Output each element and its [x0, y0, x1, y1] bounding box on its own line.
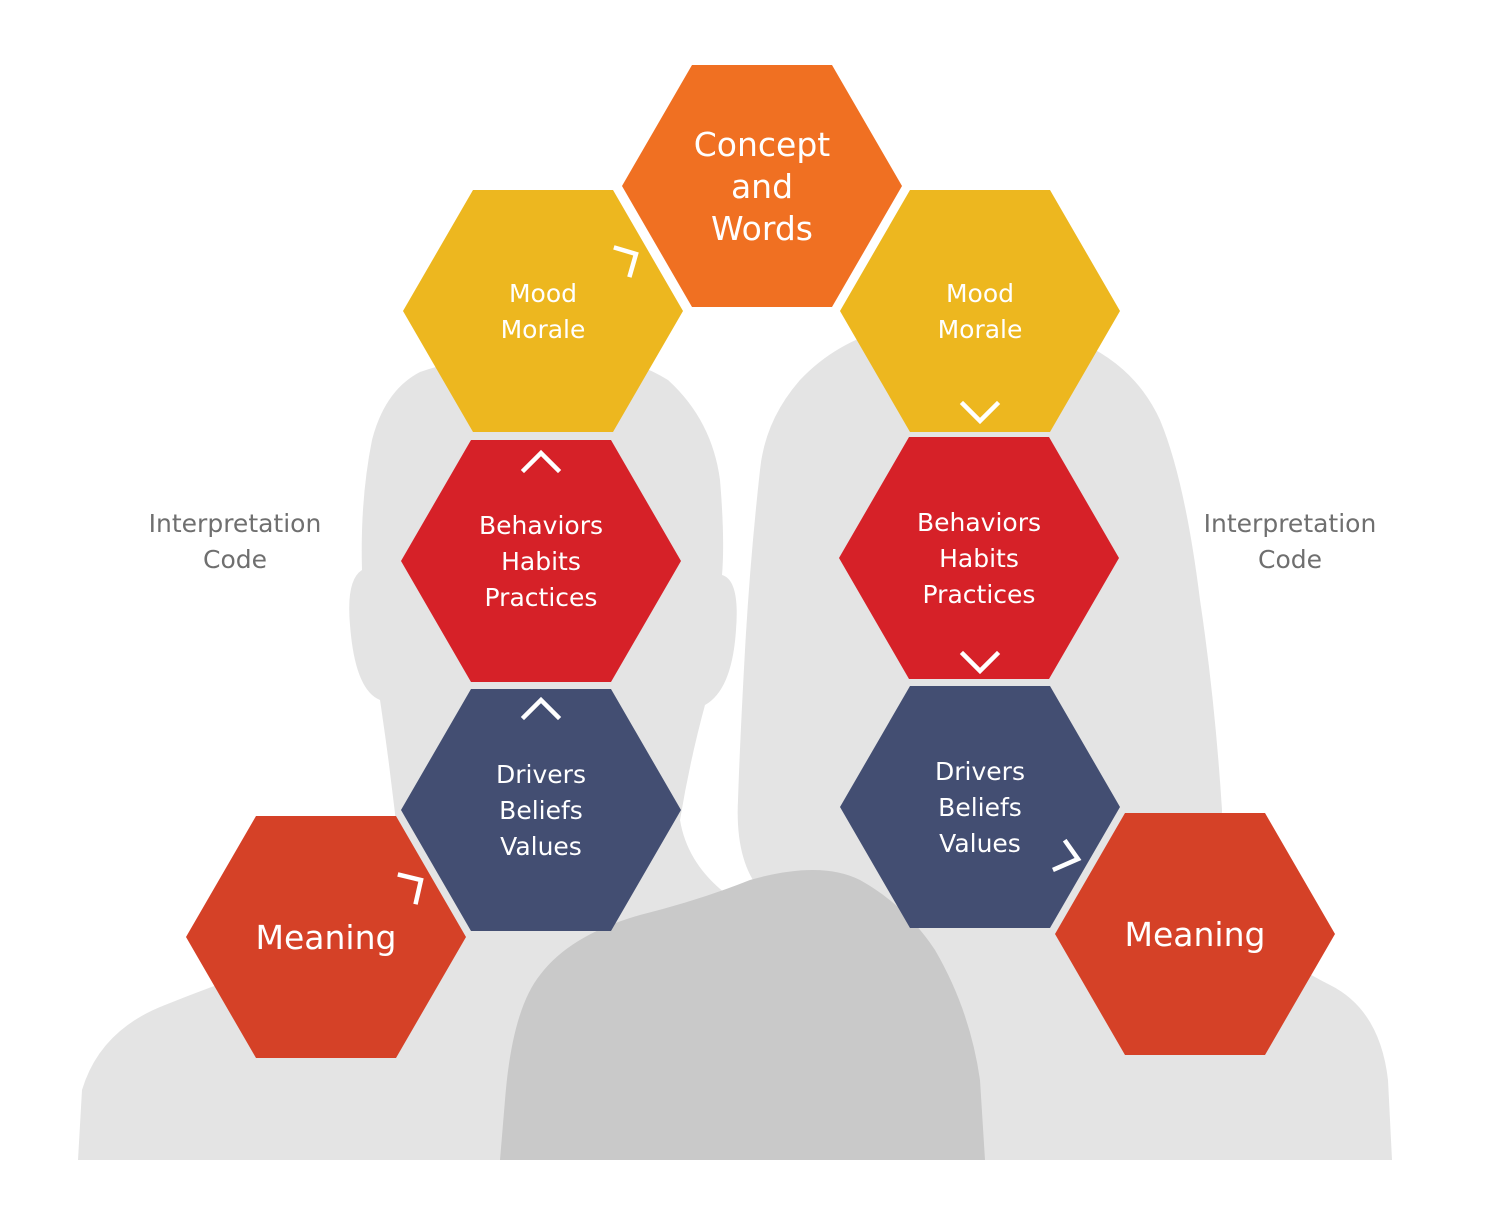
chevron-up-icon	[520, 696, 562, 721]
hex-label-line: Mood	[509, 279, 577, 308]
hex-label-line: Meaning	[256, 918, 397, 957]
hex-label-line: Behaviors	[917, 508, 1041, 537]
hex-shape	[186, 816, 466, 1058]
hex-shape	[622, 65, 902, 307]
hex-shape	[403, 190, 683, 432]
hexagon-layer: ConceptandWordsMoodMoraleMoodMoraleBehav…	[186, 65, 1335, 1058]
hex-label-line: Drivers	[496, 760, 586, 789]
chevron-up-icon	[520, 449, 562, 474]
hex-label-line: Practices	[485, 583, 598, 612]
hex-label-line: Morale	[938, 315, 1023, 344]
hex-label-line: Drivers	[935, 757, 1025, 786]
hex-label-line: Beliefs	[938, 793, 1022, 822]
hex-label-line: Values	[939, 829, 1021, 858]
hex-meaning-right: Meaning	[1055, 813, 1335, 1055]
person-center-silhouette	[500, 870, 985, 1160]
hex-shape	[401, 440, 681, 682]
hex-label-line: Concept	[694, 125, 831, 164]
hex-label-line: Meaning	[1125, 915, 1266, 954]
hex-label-line: Mood	[946, 279, 1014, 308]
hex-label-line: Practices	[923, 580, 1036, 609]
hex-label-line: Habits	[501, 547, 581, 576]
hex-label-line: Morale	[501, 315, 586, 344]
hex-shape	[840, 190, 1120, 432]
hex-label-line: and	[731, 167, 793, 206]
hex-shape	[401, 689, 681, 931]
left-label-line-1: Interpretation	[149, 509, 322, 538]
hex-label-line: Habits	[939, 544, 1019, 573]
right-interpretation-label: Interpretation Code	[1204, 509, 1377, 574]
chevron-down-icon	[959, 400, 1001, 425]
hex-shape	[840, 686, 1120, 928]
chevron-diagonal-icon	[613, 245, 639, 278]
hex-meaning-left: Meaning	[186, 816, 466, 1058]
left-label-line-2: Code	[203, 545, 267, 574]
flow-arrows	[397, 245, 1082, 905]
right-label-line-2: Code	[1258, 545, 1322, 574]
chevron-diagonal-icon	[1052, 838, 1082, 872]
hex-label-line: Values	[500, 832, 582, 861]
right-label-line-1: Interpretation	[1204, 509, 1377, 538]
chevron-diagonal-icon	[397, 872, 424, 905]
hex-label-line: Words	[711, 209, 813, 248]
chevron-down-icon	[959, 650, 1001, 675]
left-interpretation-label: Interpretation Code	[149, 509, 322, 574]
hex-label-line: Beliefs	[499, 796, 583, 825]
hex-shape	[839, 437, 1119, 679]
hex-label-line: Behaviors	[479, 511, 603, 540]
hex-shape	[1055, 813, 1335, 1055]
